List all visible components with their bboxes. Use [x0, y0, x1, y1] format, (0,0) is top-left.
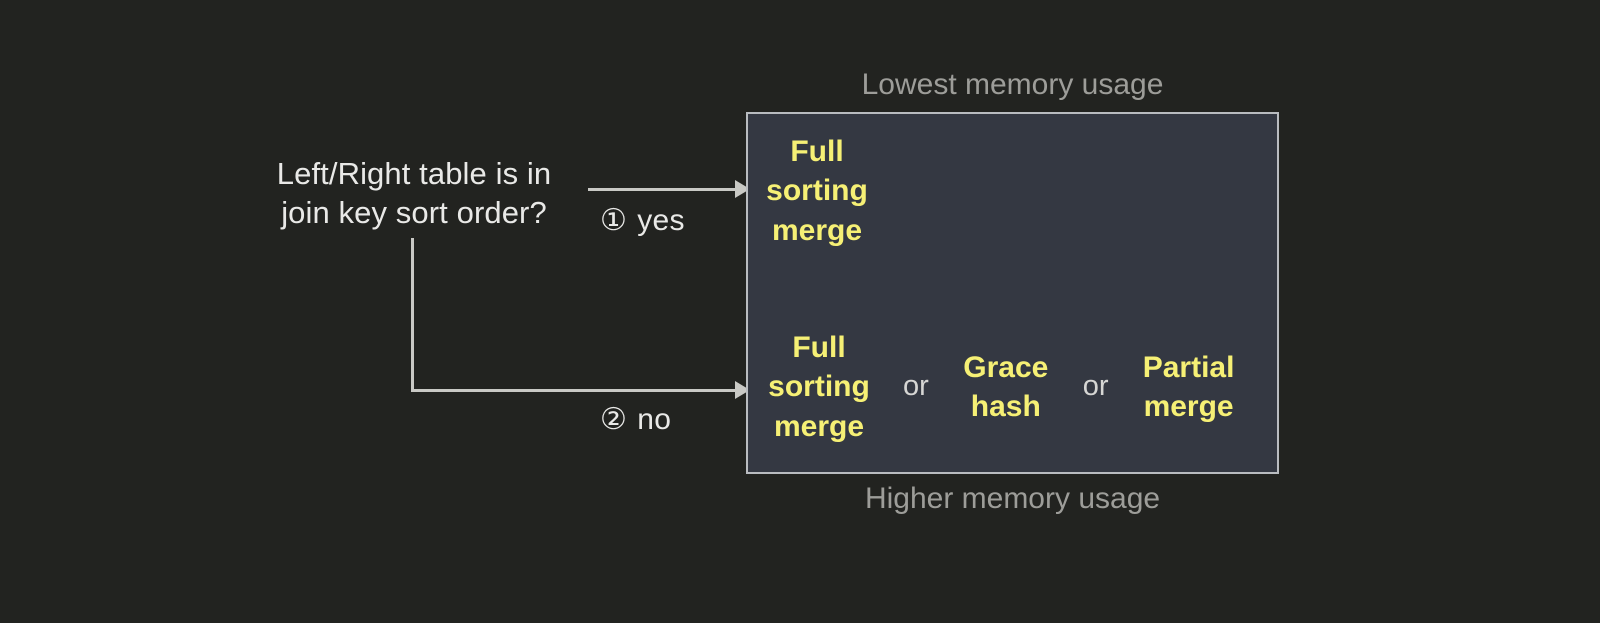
higher-memory-usage-label: Higher memory usage: [864, 482, 1161, 515]
option-grace-hash: Grace hash: [950, 348, 1062, 427]
branch-label-yes: ① yes: [600, 203, 685, 238]
decision-question: Left/Right table is in join key sort ord…: [232, 155, 596, 233]
option-line-1: Grace: [963, 350, 1049, 384]
option-line-1: Full: [790, 135, 844, 168]
option-partial-merge: Partial merge: [1130, 348, 1248, 427]
branch-label-yes-text: yes: [637, 204, 685, 237]
option-line-3: merge: [771, 213, 863, 247]
result-box: [746, 112, 1279, 474]
option-line-1: Full: [792, 331, 846, 364]
no-branch-horizontal-line: [411, 389, 748, 392]
option-full-sorting-merge: Full sorting merge: [756, 328, 882, 446]
no-result-row: Full sorting merge or Grace hash or Part…: [756, 328, 1271, 446]
option-line-2: merge: [1143, 389, 1234, 423]
option-separator-2: or: [1082, 370, 1109, 403]
no-branch-vertical-line: [411, 238, 414, 392]
decision-question-line-1: Left/Right table is in: [276, 156, 552, 191]
branch-label-no-text: no: [637, 403, 672, 436]
option-line-2: sorting: [768, 370, 870, 404]
decision-question-line-2: join key sort order?: [281, 194, 547, 230]
circled-number-1-icon: ①: [600, 204, 628, 237]
option-line-2: sorting: [766, 174, 868, 208]
lowest-memory-usage-label: Lowest memory usage: [861, 68, 1164, 101]
option-full-sorting-merge: Full sorting merge: [756, 132, 878, 250]
option-line-2: hash: [970, 389, 1041, 423]
option-line-1: Partial: [1142, 350, 1235, 384]
yes-result-row: Full sorting merge: [756, 132, 878, 250]
yes-branch-line: [588, 188, 748, 191]
option-separator-1: or: [903, 370, 929, 403]
option-line-3: merge: [773, 409, 865, 443]
branch-label-no: ② no: [600, 402, 671, 437]
circled-number-2-icon: ②: [600, 403, 628, 436]
